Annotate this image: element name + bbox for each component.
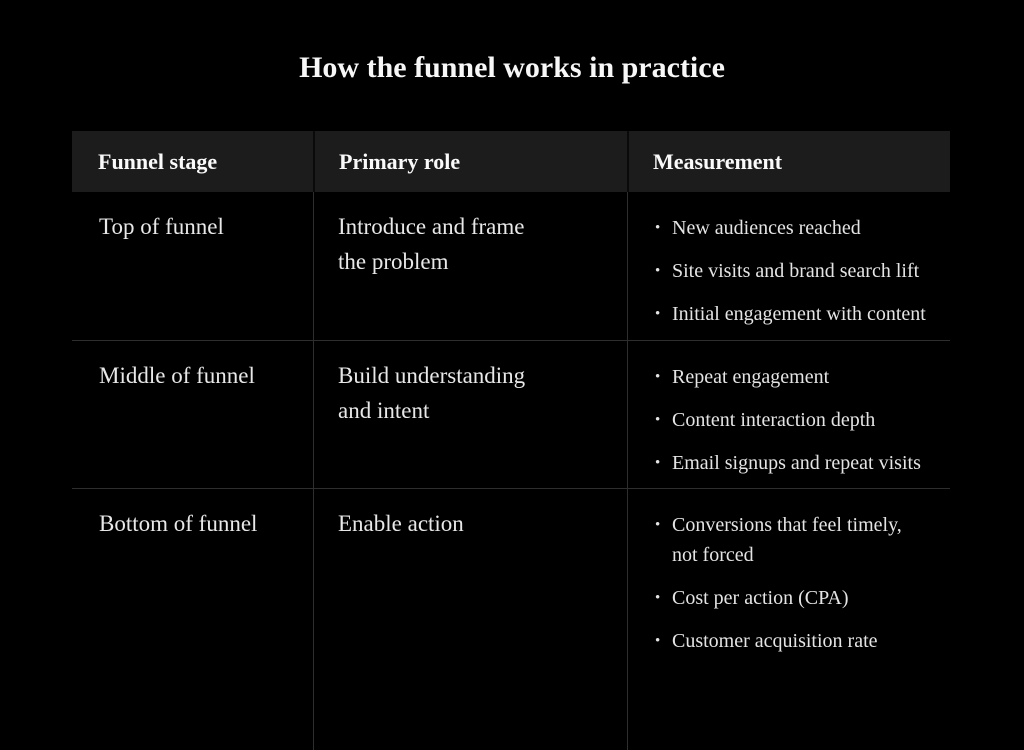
bullet-icon: • xyxy=(655,412,661,428)
measurement-text: Conversions that feel timely, not forced xyxy=(672,514,902,566)
table-row: Top of funnel Introduce and frame the pr… xyxy=(72,192,950,340)
table-row: Middle of funnel Build understanding and… xyxy=(72,340,950,488)
cell-funnel-stage: Bottom of funnel xyxy=(99,511,258,536)
measurement-item: • New audiences reached xyxy=(655,213,950,243)
measurement-text: Repeat engagement xyxy=(672,366,830,388)
cell-funnel-stage: Middle of funnel xyxy=(99,363,255,388)
measurement-text: Site visits and brand search lift xyxy=(672,260,920,282)
bullet-icon: • xyxy=(655,590,661,606)
cell-primary-role: Build understanding and intent xyxy=(313,341,627,488)
measurement-text: Cost per action (CPA) xyxy=(672,587,849,609)
bullet-icon: • xyxy=(655,633,661,649)
column-header-primary-role: Primary role xyxy=(313,131,627,192)
cell-primary-role: Enable action xyxy=(313,489,627,750)
measurement-text: Email signups and repeat visits xyxy=(672,452,921,474)
measurement-item: • Initial engagement with content xyxy=(655,299,950,329)
measurement-item: • Cost per action (CPA) xyxy=(655,583,950,613)
measurement-list: • New audiences reached • Site visits and … xyxy=(628,192,950,329)
measurement-item: • Email signups and repeat visits xyxy=(655,448,950,478)
bullet-icon: • xyxy=(655,220,661,236)
cell-primary-role: Introduce and frame the problem xyxy=(313,192,627,340)
funnel-table: Funnel stage Primary role Measurement To… xyxy=(72,131,950,750)
column-header-funnel-stage: Funnel stage xyxy=(98,148,218,174)
measurement-item: • Customer acquisition rate xyxy=(655,626,950,656)
bullet-icon: • xyxy=(655,369,661,385)
table-header-row: Funnel stage Primary role Measurement xyxy=(72,131,950,192)
cell-measurement: • Conversions that feel timely, not force… xyxy=(627,489,950,750)
column-header-measurement: Measurement xyxy=(627,131,950,192)
cell-funnel-stage: Top of funnel xyxy=(99,214,224,239)
measurement-list: • Repeat engagement • Content interaction … xyxy=(628,341,950,478)
bullet-icon: • xyxy=(655,263,661,279)
measurement-text: Content interaction depth xyxy=(672,409,876,431)
measurement-item: • Repeat engagement xyxy=(655,362,950,392)
bullet-icon: • xyxy=(655,306,661,322)
measurement-text: Initial engagement with content xyxy=(672,303,926,325)
measurement-item: • Content interaction depth xyxy=(655,405,950,435)
bullet-icon: • xyxy=(655,517,661,533)
measurement-text: New audiences reached xyxy=(672,217,861,239)
measurement-item: • Site visits and brand search lift xyxy=(655,256,950,286)
cell-measurement: • Repeat engagement • Content interaction … xyxy=(627,341,950,488)
table-row: Bottom of funnel Enable action • Conversi… xyxy=(72,488,950,750)
page-title: How the funnel works in practice xyxy=(299,51,725,84)
cell-measurement: • New audiences reached • Site visits and … xyxy=(627,192,950,340)
bullet-icon: • xyxy=(655,455,661,471)
measurement-item: • Conversions that feel timely, not force… xyxy=(655,510,950,570)
slide: How the funnel works in practice Funnel … xyxy=(72,51,950,750)
measurement-text: Customer acquisition rate xyxy=(672,630,878,652)
measurement-list: • Conversions that feel timely, not force… xyxy=(628,489,950,656)
